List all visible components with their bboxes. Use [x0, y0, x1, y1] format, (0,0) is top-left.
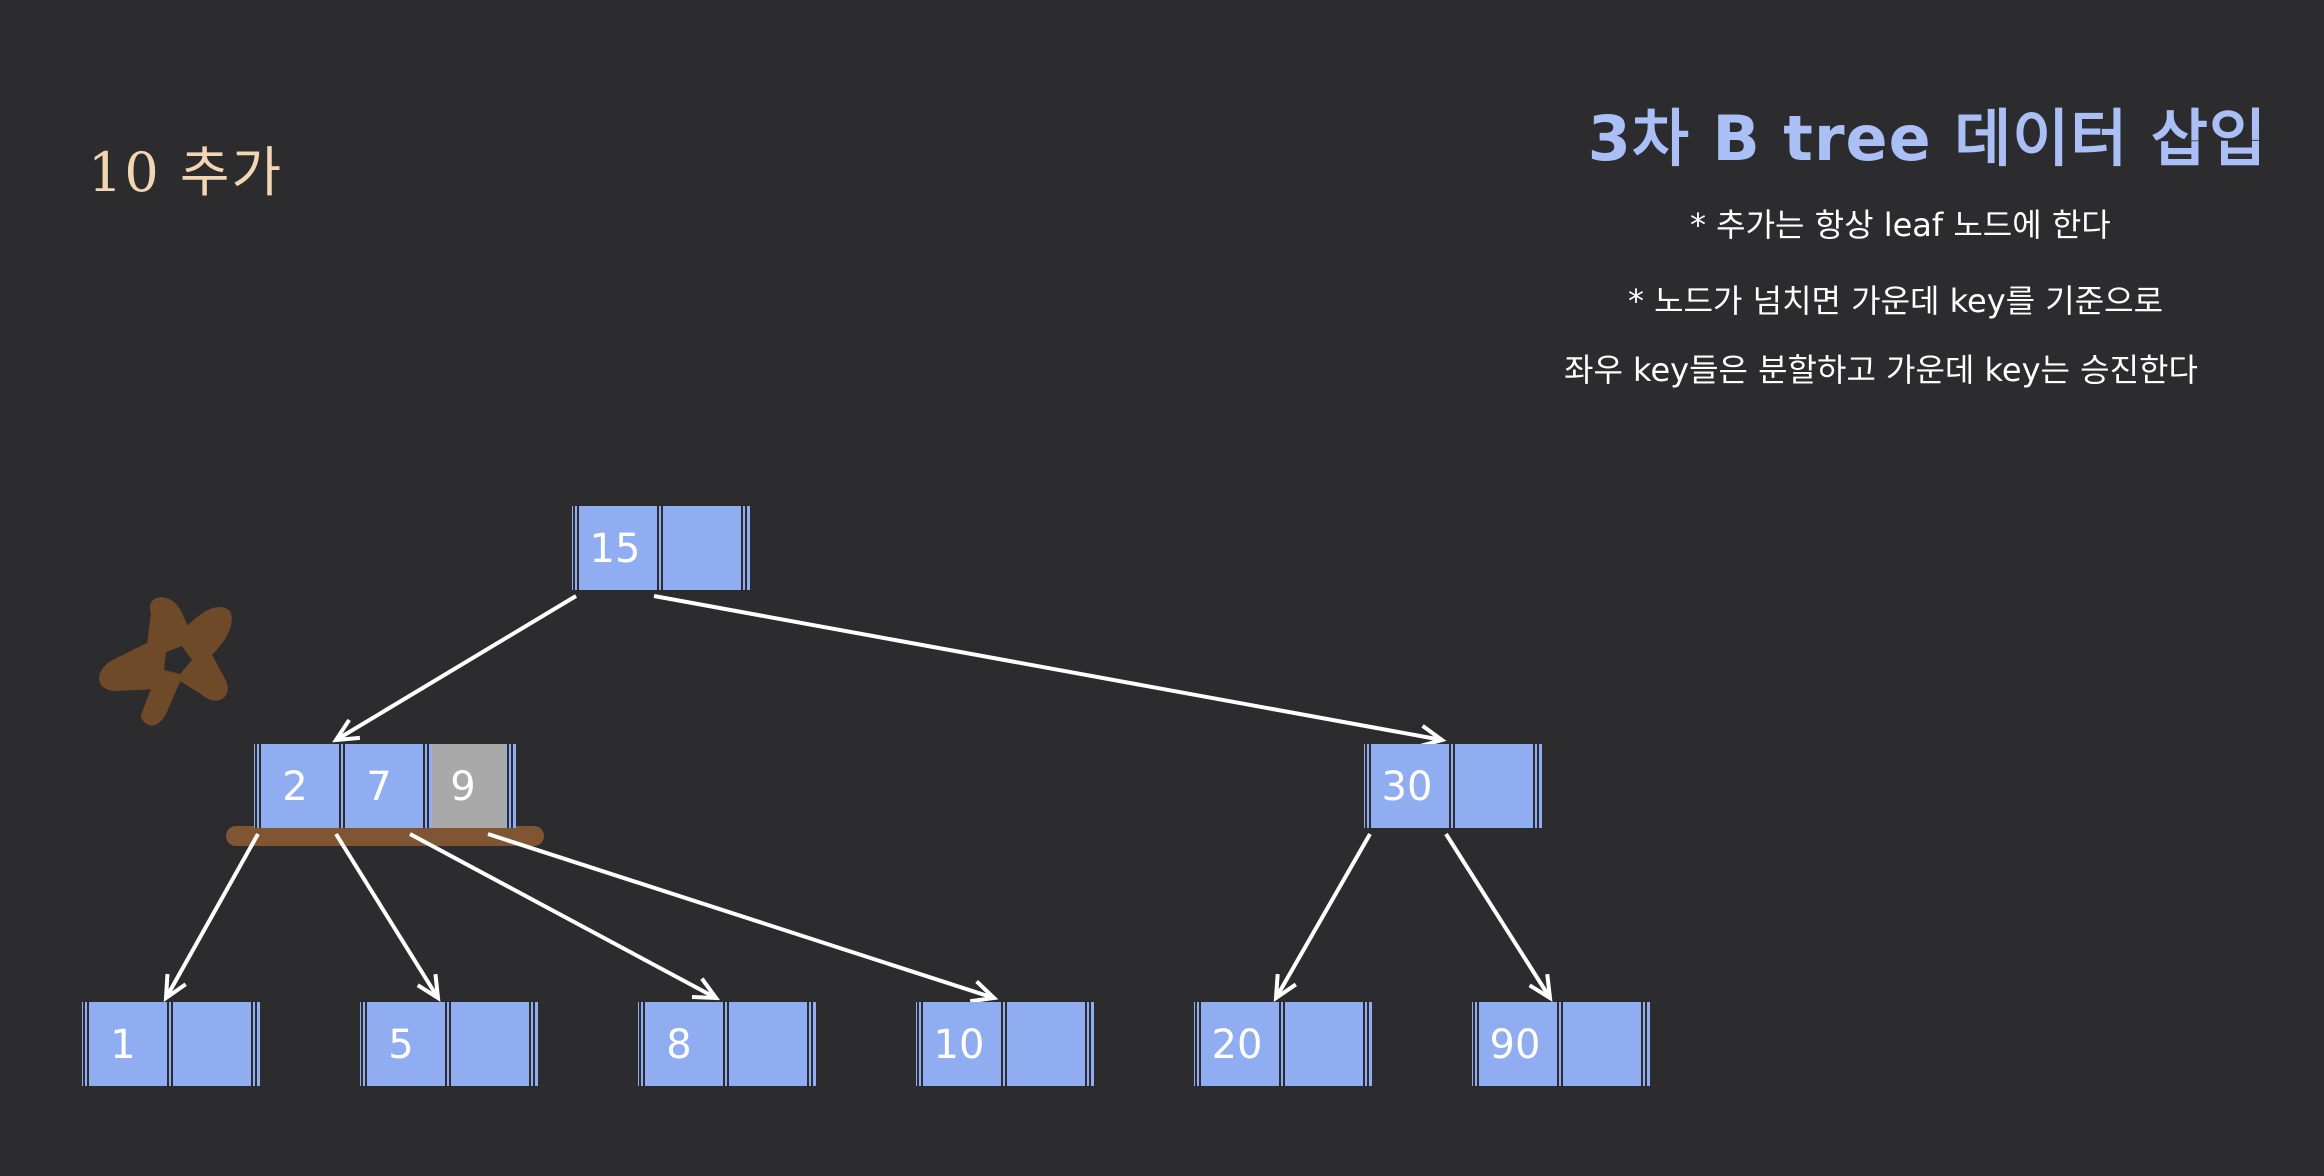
arrowhead-icon — [969, 979, 999, 1004]
node-leaf-1: 1 — [82, 1002, 260, 1086]
key-cell — [1204, 1002, 1278, 1086]
edge-right-internal-to-leaf-20 — [1274, 833, 1372, 999]
edge-left-internal-to-leaf-1 — [164, 833, 260, 999]
edge-left-internal-to-leaf-10 — [487, 832, 995, 1000]
key-cell — [454, 1002, 528, 1086]
key-cell — [1374, 744, 1448, 828]
edge-root-to-left-internal — [334, 594, 578, 742]
arrowhead-icon — [1528, 973, 1553, 1002]
key-cell — [1482, 1002, 1556, 1086]
key-cell — [264, 744, 338, 828]
node-leaf-90: 90 — [1472, 1002, 1650, 1086]
key-label: 90 — [1490, 1022, 1541, 1068]
node-leaf-5: 5 — [360, 1002, 538, 1086]
key-cell — [666, 506, 740, 590]
node-right-internal: 30 — [1364, 744, 1542, 828]
key-label: 2 — [282, 764, 307, 810]
node-leaf-20: 20 — [1194, 1002, 1372, 1086]
key-label: 10 — [934, 1022, 985, 1068]
node-root: 15 — [572, 506, 750, 590]
key-cell — [926, 1002, 1000, 1086]
overflow-underline — [226, 826, 544, 846]
key-cell — [732, 1002, 806, 1086]
arrowhead-icon — [332, 718, 361, 743]
node-left-internal: 2 7 9 — [254, 744, 516, 828]
key-label: 5 — [388, 1022, 413, 1068]
key-cell — [1566, 1002, 1640, 1086]
key-cell — [648, 1002, 722, 1086]
edge-left-internal-to-leaf-5 — [334, 832, 440, 1000]
key-cell — [92, 1002, 166, 1086]
arrowhead-icon — [1273, 973, 1297, 1002]
edge-root-to-right-internal — [653, 594, 1443, 742]
tree-edges — [163, 594, 1553, 1004]
key-label: 7 — [366, 764, 391, 810]
edge-left-internal-to-leaf-8 — [409, 832, 717, 1000]
node-leaf-8: 8 — [638, 1002, 816, 1086]
key-label: 8 — [666, 1022, 691, 1068]
key-label: 1 — [110, 1022, 135, 1068]
key-cell — [1458, 744, 1532, 828]
node-leaf-10: 10 — [916, 1002, 1094, 1086]
key-cell — [370, 1002, 444, 1086]
arrowhead-icon — [163, 973, 187, 1003]
slide-title: 3차 B tree 데이터 삽입 — [1587, 102, 2267, 175]
key-label: 9 — [450, 764, 475, 810]
rule-line-1: * 추가는 항상 leaf 노드에 한다 — [1690, 206, 2111, 244]
star-doodle-icon — [99, 597, 232, 726]
key-cell — [1288, 1002, 1362, 1086]
key-cell — [348, 744, 422, 828]
arrowhead-icon — [691, 977, 721, 1001]
key-cell — [1010, 1002, 1084, 1086]
key-label: 30 — [1382, 764, 1433, 810]
rule-line-2: * 노드가 넘치면 가운데 key를 기준으로 — [1628, 282, 2164, 320]
overflow-key-cell — [432, 744, 506, 828]
edge-right-internal-to-leaf-90 — [1444, 832, 1552, 1000]
key-cell — [582, 506, 656, 590]
arrowhead-icon — [416, 973, 441, 1002]
key-cell — [176, 1002, 250, 1086]
key-label: 20 — [1212, 1022, 1263, 1068]
key-label: 15 — [590, 526, 641, 572]
rule-line-3: 좌우 key들은 분할하고 가운데 key는 승진한다 — [1564, 351, 2198, 389]
insert-note: 10 추가 — [88, 141, 284, 204]
